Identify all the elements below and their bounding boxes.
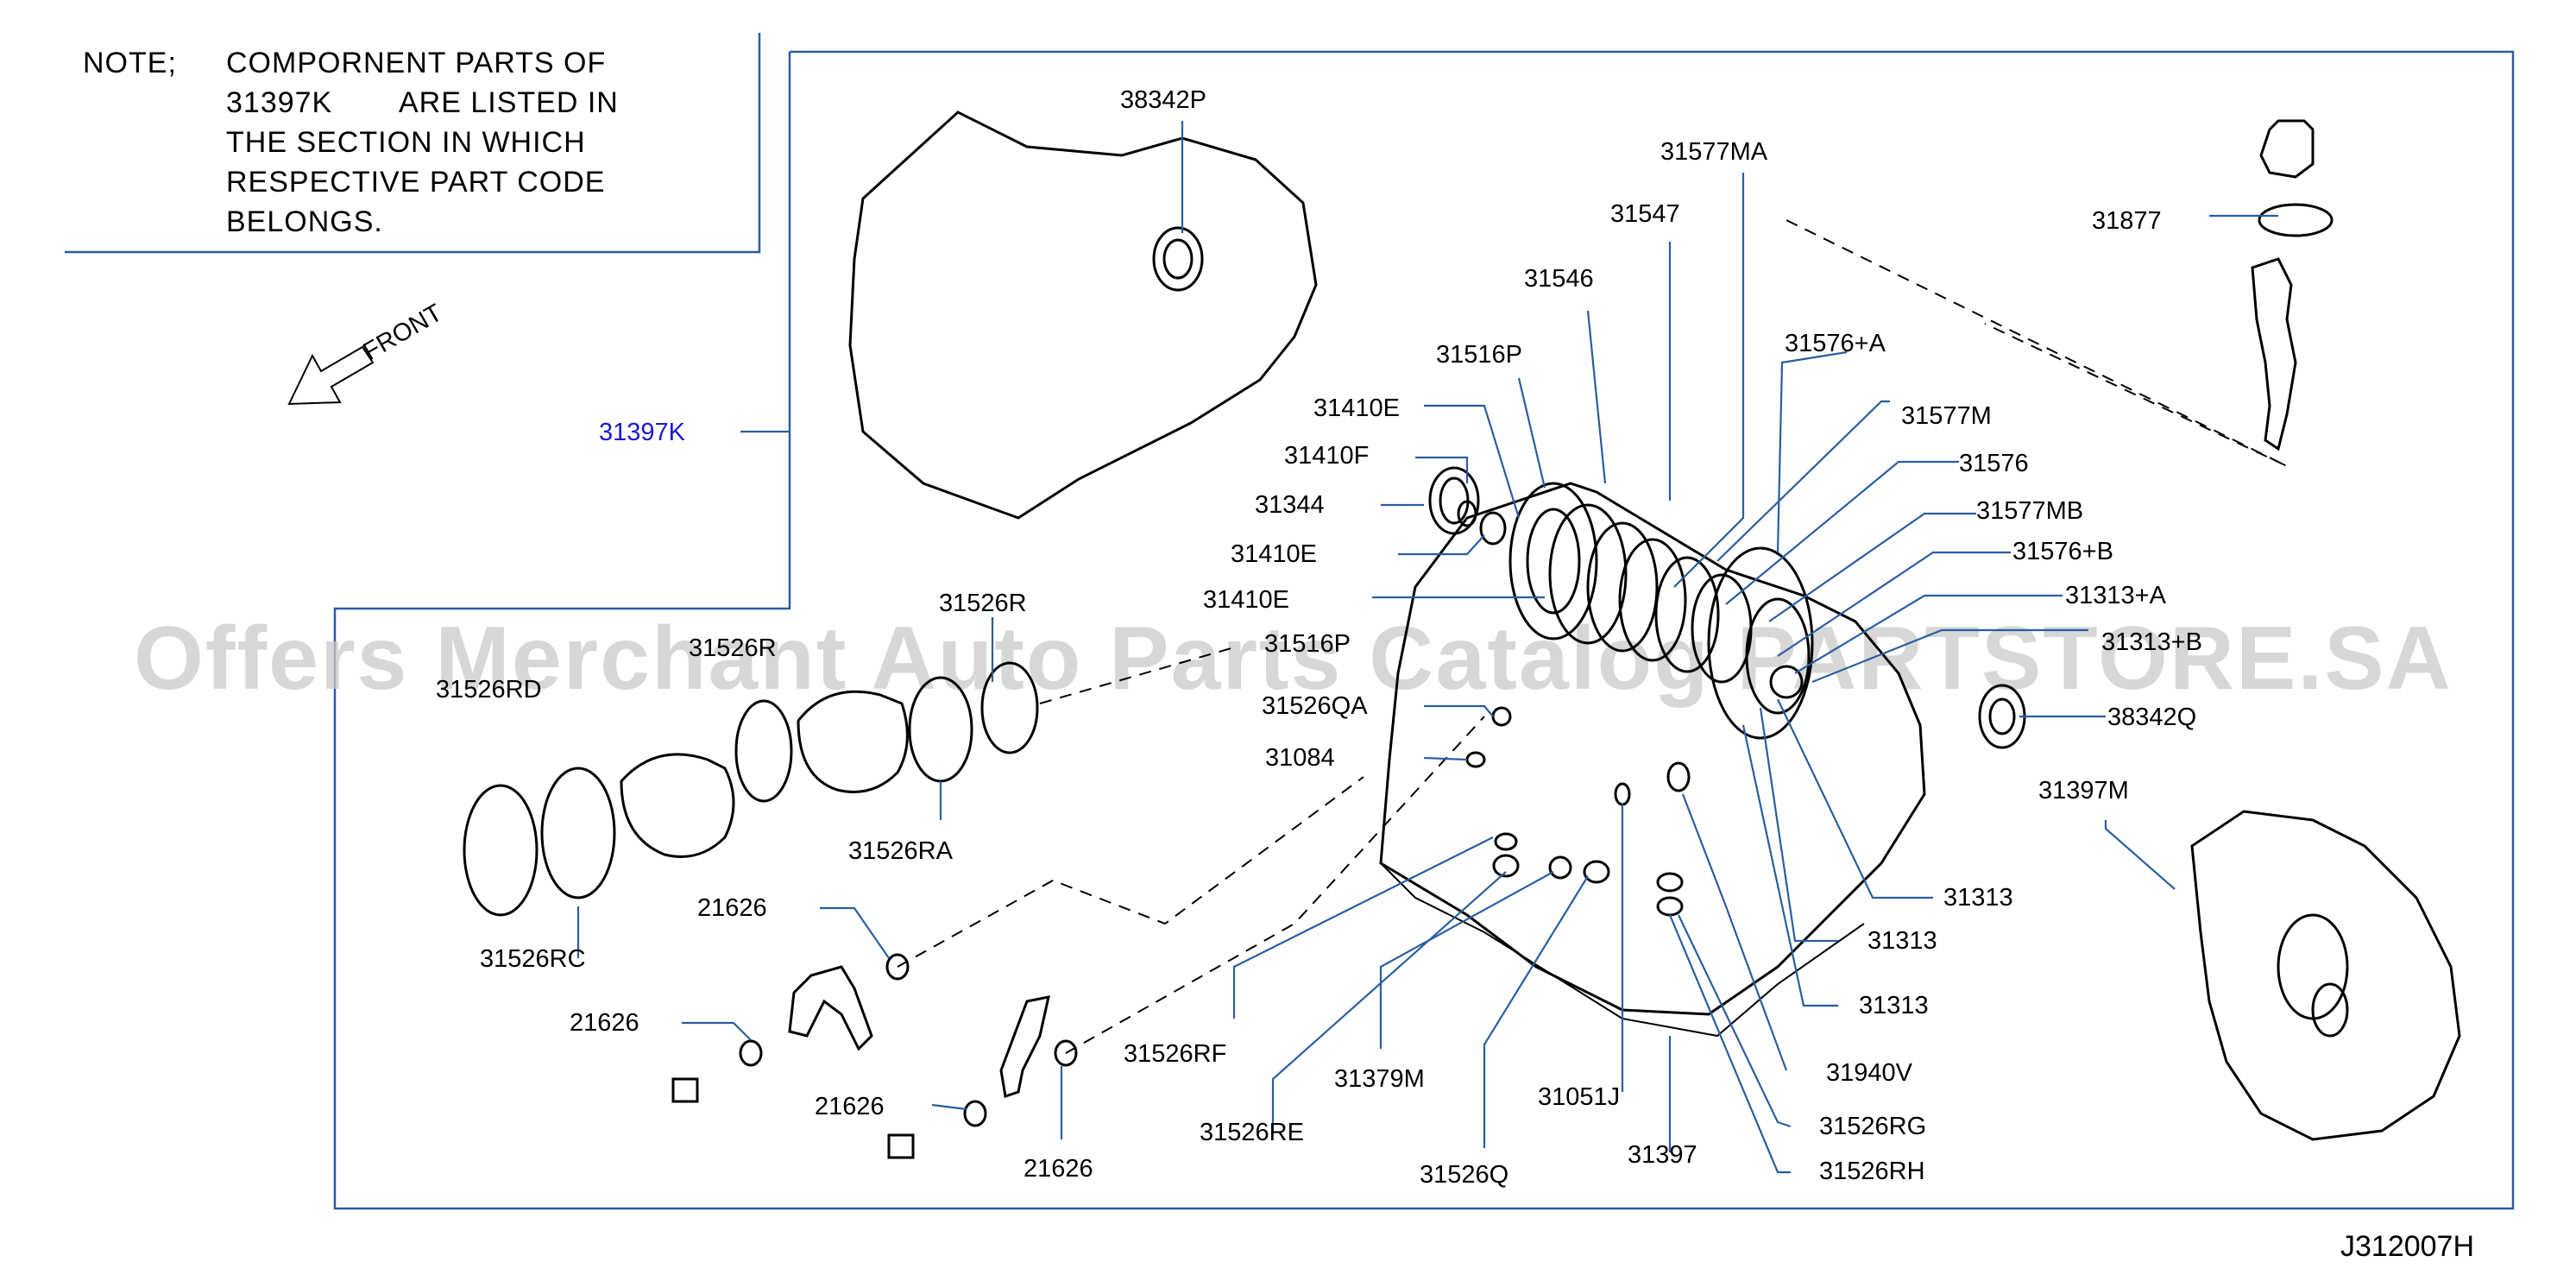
part-label-31877[interactable]: 31877 [2092,207,2162,235]
part-label-31526RG[interactable]: 31526RG [1819,1113,1926,1140]
part-label-31576B[interactable]: 31576+B [2012,538,2113,565]
transmission-case-cover-drawing [848,110,1318,520]
part-label-31379M[interactable]: 31379M [1334,1065,1425,1093]
part-label-31344[interactable]: 31344 [1255,491,1325,519]
part-label-31313-1[interactable]: 31313 [1943,884,2013,912]
part-label-31516P-2[interactable]: 31516P [1264,630,1351,658]
rear-extension-drawing [2190,810,2461,1141]
leader-lines [576,121,2278,1174]
diagram-code: J312007H [2340,1230,2474,1263]
part-label-31313-3[interactable]: 31313 [1859,992,1929,1019]
part-label-31397M[interactable]: 31397M [2038,777,2129,805]
transmission-case-drawing [1379,482,1926,1038]
part-label-31526Q[interactable]: 31526Q [1420,1161,1508,1189]
piston-seals-drawing [463,647,1235,917]
part-label-31577M[interactable]: 31577M [1901,402,1992,430]
part-label-31526RF[interactable]: 31526RF [1124,1040,1226,1068]
front-arrow-icon: FRONT [287,299,448,406]
note-line-3: THE SECTION IN WHICH [226,126,586,159]
part-label-21626-1[interactable]: 21626 [697,894,767,922]
part-label-31410E[interactable]: 31410E [1313,394,1400,422]
note-line-1: COMPORNENT PARTS OF [226,47,606,79]
note-prefix: NOTE; [83,47,177,79]
frame-lines [65,33,2515,1210]
part-label-31526RD[interactable]: 31526RD [436,676,542,704]
part-label-21626-2[interactable]: 21626 [570,1009,639,1037]
part-label-31084[interactable]: 31084 [1265,744,1335,772]
part-label-31547[interactable]: 31547 [1610,200,1680,228]
part-label-31577MA[interactable]: 31577MA [1660,138,1768,166]
part-label-31526R-2[interactable]: 31526R [689,634,777,662]
note-block: NOTE; COMPORNENT PARTS OF 31397K ARE LIS… [83,47,619,238]
part-label-21626-3[interactable]: 21626 [815,1093,885,1120]
front-label: FRONT [359,299,448,366]
note-line-2: ARE LISTED IN [399,86,619,119]
part-label-31313-2[interactable]: 31313 [1867,927,1937,955]
part-label-31313A[interactable]: 31313+A [2065,582,2167,609]
part-label-31576A[interactable]: 31576+A [1785,330,1886,357]
part-label-31526RE[interactable]: 31526RE [1200,1119,1304,1146]
part-label-31516P[interactable]: 31516P [1436,341,1522,369]
note-line-4: RESPECTIVE PART CODE [226,166,605,199]
part-label-31526RH[interactable]: 31526RH [1819,1158,1925,1185]
part-label-31397[interactable]: 31397 [1628,1141,1697,1169]
clutch-pack-drawing [1428,466,1814,740]
part-label-31526R[interactable]: 31526R [939,590,1027,617]
part-label-31526QA[interactable]: 31526QA [1262,692,1368,720]
part-label-31576[interactable]: 31576 [1959,450,2029,477]
part-label-31577MB[interactable]: 31577MB [1976,497,2083,525]
watermark: Offers Merchant Auto Parts Catalog PARTS… [134,609,2453,709]
part-labels: 38342P 31577MA 31547 31546 31877 31516P … [436,86,2202,1189]
oil-strainer-tube-drawing [1786,119,2334,467]
part-label-21626-4[interactable]: 21626 [1023,1155,1093,1183]
part-label-31526RA[interactable]: 31526RA [848,837,954,865]
oil-lines-drawing [671,716,1485,1159]
part-label-31546[interactable]: 31546 [1524,265,1594,293]
seal-rings-drawing [1465,684,2026,917]
part-label-31051J[interactable]: 31051J [1538,1083,1620,1111]
part-label-31313B[interactable]: 31313+B [2101,628,2202,656]
part-label-31410E-3[interactable]: 31410E [1203,586,1289,614]
part-label-38342Q[interactable]: 38342Q [2107,704,2196,731]
note-part-code-link[interactable]: 31397K [226,86,332,119]
part-label-38342P[interactable]: 38342P [1120,86,1206,114]
part-label-31397K[interactable]: 31397K [599,419,686,446]
part-label-31410E-2[interactable]: 31410E [1231,540,1317,568]
note-line-5: BELONGS. [226,205,383,238]
part-label-31410F[interactable]: 31410F [1284,442,1369,470]
part-label-31526RC[interactable]: 31526RC [480,945,586,973]
part-label-31940V[interactable]: 31940V [1826,1059,1913,1087]
